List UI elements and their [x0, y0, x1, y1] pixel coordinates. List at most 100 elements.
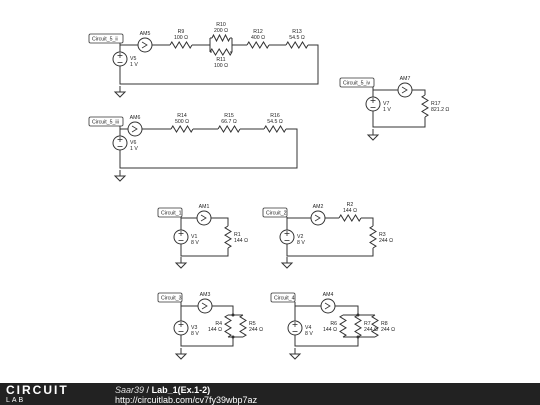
circuit-label-box [88, 33, 124, 44]
ammeter-name: AM4 [323, 292, 334, 298]
ammeter-arrow-icon [131, 125, 138, 133]
ammeter-symbol [310, 210, 326, 226]
wire [335, 305, 359, 315]
ammeter-name: AM5 [140, 31, 151, 37]
resistor-symbol [239, 314, 247, 338]
resistor-value: 244 Ω [379, 238, 393, 244]
source-name: V3 [191, 325, 197, 331]
resistor-symbol [369, 225, 377, 249]
ammeter-name: AM6 [130, 115, 141, 121]
wire [286, 244, 374, 257]
resistor-value: 144 Ω [234, 238, 248, 244]
resistor-name: R4 [215, 321, 222, 327]
junction-dot [231, 313, 235, 317]
resistor-value: 244 Ω [249, 327, 263, 333]
ground-icon [366, 134, 380, 141]
resistor-symbol [246, 41, 270, 49]
logo-text-lab: LAB [6, 397, 26, 404]
resistor-name: R6 [330, 321, 337, 327]
resistor-name: R9 [178, 29, 185, 35]
circuit-label: Circuit_5_iv [343, 81, 371, 87]
resistor-name: R5 [249, 321, 256, 327]
wire [212, 305, 234, 315]
wire [372, 111, 426, 128]
circuit-label-box [88, 116, 124, 127]
resistor-value: 100 Ω [214, 63, 228, 69]
resistor-name: R8 [381, 321, 388, 327]
ammeter-symbol [196, 210, 212, 226]
ammeter-name: AM1 [199, 204, 210, 210]
ammeter-name: AM3 [200, 292, 211, 298]
resistor-symbol [211, 33, 231, 43]
ground-icon [280, 262, 294, 269]
circuit-label-box [339, 77, 375, 88]
ammeter-arrow-icon [324, 302, 331, 310]
wire [294, 335, 359, 347]
resistor-name: R7 [364, 321, 371, 327]
wire [180, 335, 234, 347]
ammeter-name: AM7 [400, 76, 411, 82]
ammeter-symbol [127, 121, 143, 137]
resistor-name: R11 [216, 57, 225, 63]
resistor-name: R14 [177, 113, 187, 119]
circuit-label: Circuit_4 [274, 296, 295, 302]
resistor-value: 144 Ω [343, 208, 357, 214]
resistor-symbol [338, 214, 362, 222]
source-name: V5 [130, 56, 136, 62]
ground-icon [174, 262, 188, 269]
resistor-value: 144 Ω [323, 327, 337, 333]
resistor-name: R15 [224, 113, 234, 119]
footer-bar: CIRCUIT LAB Saar39 / Lab_1(Ex.1-2) http:… [0, 383, 540, 405]
circuit-label: Circuit_5_ii [92, 37, 118, 43]
resistor-symbol [209, 48, 233, 56]
resistor-symbol [371, 314, 379, 338]
ground-icon [113, 175, 127, 182]
ground-icon [113, 91, 127, 98]
resistor-name: R16 [270, 113, 280, 119]
circuit-url[interactable]: http://circuitlab.com/cv7fy39wbp7az [115, 395, 258, 405]
circuit-label-box [157, 207, 183, 218]
resistor-value: 100 Ω [174, 35, 188, 41]
resistor-symbol [224, 314, 232, 338]
resistor-value: 244 Ω [381, 327, 395, 333]
source-value: 8 V [305, 331, 313, 337]
resistor-name: R3 [379, 232, 386, 238]
logo-text-circuit: CIRCUIT [6, 383, 69, 397]
resistor-value: 66.7 Ω [221, 119, 237, 125]
resistor-value: 200 Ω [214, 28, 228, 34]
ammeter-symbol [320, 298, 336, 314]
resistor-symbol [263, 125, 287, 133]
resistor-name: R2 [347, 202, 354, 208]
junction-dot [356, 335, 360, 339]
source-value: 8 V [297, 240, 305, 246]
wire [180, 244, 229, 257]
ammeter-arrow-icon [201, 302, 208, 310]
circuitlab-logo[interactable]: CIRCUIT LAB [6, 384, 69, 404]
ammeter-symbol [397, 82, 413, 98]
ground-icon [288, 353, 302, 360]
resistor-value: 400 Ω [251, 35, 265, 41]
resistor-symbol [421, 94, 429, 118]
source-name: V2 [297, 234, 303, 240]
wire [211, 217, 229, 226]
author-name[interactable]: Saar39 [115, 385, 145, 395]
source-name: V4 [305, 325, 311, 331]
wire [412, 89, 426, 95]
resistor-symbol [169, 41, 193, 49]
circuit-title[interactable]: Lab_1(Ex.1-2) [151, 385, 211, 395]
ammeter-symbol [137, 37, 153, 53]
ammeter-name: AM2 [313, 204, 324, 210]
resistor-symbol [224, 225, 232, 249]
circuit-label-box [270, 292, 296, 303]
wire [361, 217, 374, 226]
source-value: 1 V [130, 146, 138, 152]
ammeter-arrow-icon [200, 214, 207, 222]
circuit-label-box [262, 207, 288, 218]
credit-line: Saar39 / Lab_1(Ex.1-2) [115, 385, 210, 395]
ground-icon [174, 353, 188, 360]
wire [119, 44, 319, 85]
resistor-symbol [339, 314, 347, 338]
resistor-symbol [217, 125, 241, 133]
resistor-name: R12 [253, 29, 263, 35]
